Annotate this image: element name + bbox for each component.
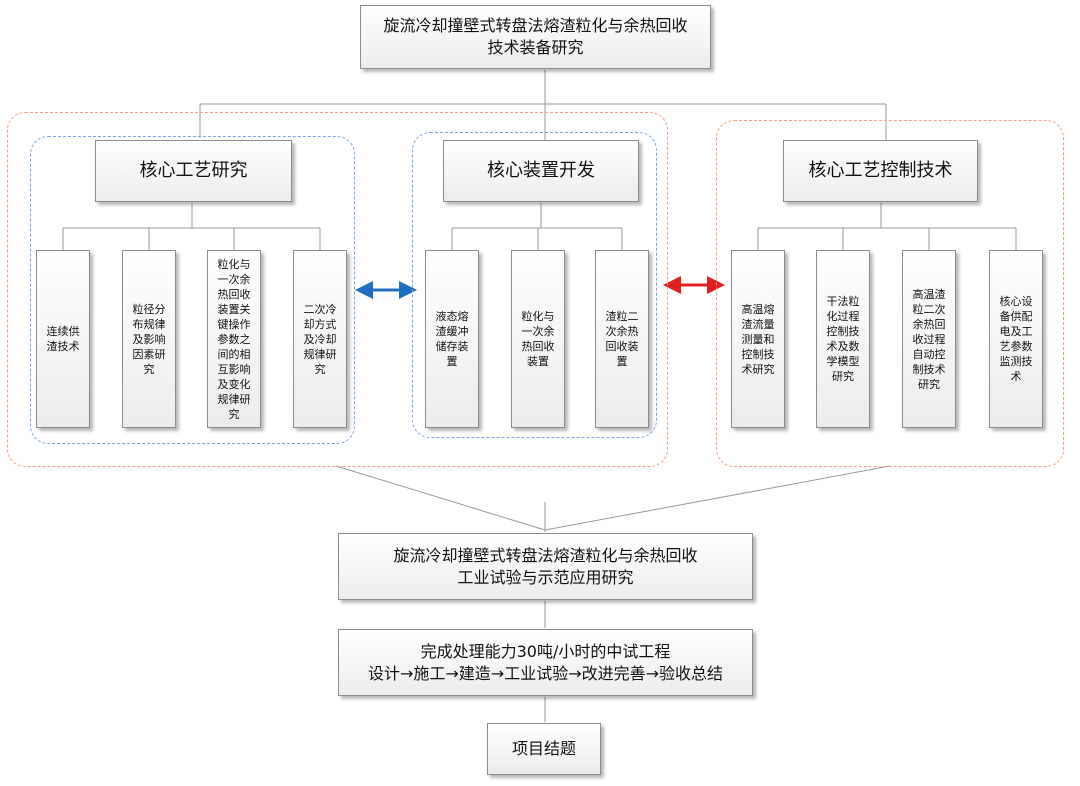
- middle-item-secondary-heat-recovery-device: 渣粒二 次余热 回收装 置: [595, 250, 649, 428]
- left-item-continuous-slag-supply: 连续供 渣技术: [36, 250, 90, 428]
- right-item-secondary-recovery-automation: 高温渣 粒二次 余热回 收过程 自动控 制技术 研究: [902, 250, 956, 428]
- right-group-header: 核心工艺控制技术: [783, 140, 978, 202]
- middle-group-header: 核心装置开发: [443, 140, 639, 202]
- industrial-test-box: 旋流冷却撞壁式转盘法熔渣粒化与余热回收 工业试验与示范应用研究: [338, 533, 753, 600]
- left-item-secondary-cooling: 二次冷 却方式 及冷却 规律研 究: [293, 250, 347, 428]
- pilot-project-line1: 完成处理能力30吨/小时的中试工程: [420, 641, 671, 661]
- middle-group-inner-container: [412, 132, 657, 438]
- left-group-outer-container: [7, 112, 668, 467]
- right-item-dry-granulation-control: 干法粒 化过程 控制技 术及数 学模型 研究: [816, 250, 870, 428]
- right-group-outer-container: [716, 120, 1064, 467]
- middle-item-granulation-recovery-device: 粒化与 一次余 热回收 装置: [511, 250, 565, 428]
- project-completion-box: 项目结题: [487, 723, 601, 775]
- left-group-inner-container: [30, 136, 355, 444]
- pilot-project-line2: 设计→施工→建造→工业试验→改进完善→验收总结: [367, 663, 724, 683]
- middle-item-buffer-storage-device: 液态熔 渣缓冲 储存装 置: [425, 250, 479, 428]
- right-item-power-supply-monitoring: 核心设 备供配 电及工 艺参数 监测技 术: [989, 250, 1043, 428]
- top-title-box: 旋流冷却撞壁式转盘法熔渣粒化与余热回收 技术装备研究: [360, 5, 711, 69]
- left-item-particle-size-distribution: 粒径分 布规律 及影响 因素研 究: [122, 250, 176, 428]
- left-item-key-parameter-interaction: 粒化与 一次余 热回收 装置关 键操作 参数之 间的相 互影响 及变化 规律研 …: [207, 250, 261, 428]
- right-item-slag-flow-measurement: 高温熔 渣流量 测量和 控制技 术研究: [731, 250, 785, 428]
- left-group-header: 核心工艺研究: [95, 140, 292, 202]
- pilot-project-box: 完成处理能力30吨/小时的中试工程 设计→施工→建造→工业试验→改进完善→验收总…: [338, 629, 753, 696]
